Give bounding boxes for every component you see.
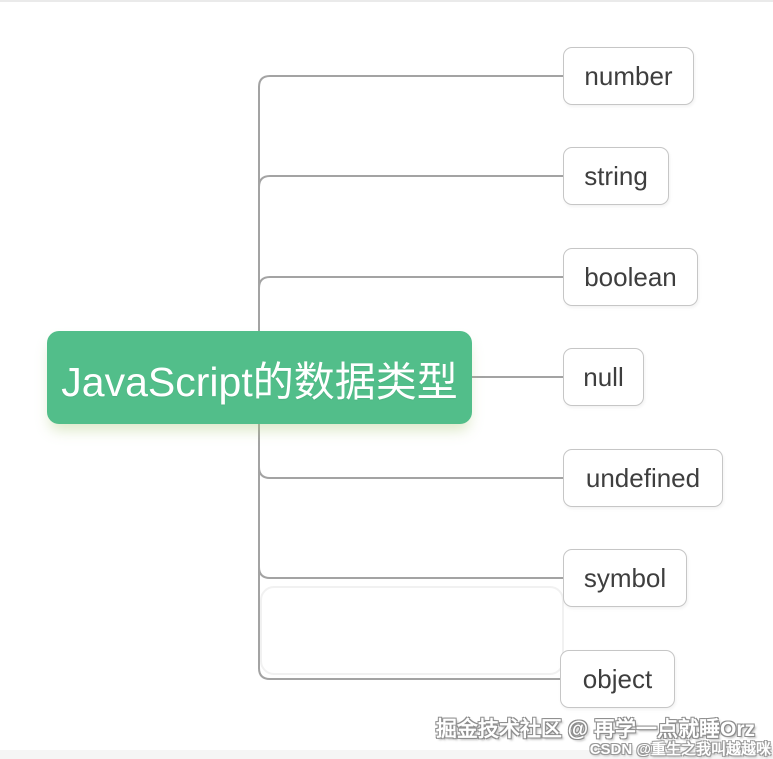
mindmap-root-node[interactable]: JavaScript的数据类型	[47, 331, 472, 424]
mindmap-node-symbol[interactable]: symbol	[563, 549, 687, 607]
node-label: null	[583, 361, 624, 392]
node-label: symbol	[583, 562, 667, 593]
node-label: boolean	[584, 261, 677, 292]
watermark-csdn: CSDN @重生之我叫越越咪	[589, 740, 771, 758]
mindmap-node-undefined[interactable]: undefined	[563, 449, 723, 507]
node-label: undefined	[585, 462, 701, 493]
bottom-edge-band	[0, 750, 773, 759]
mindmap-node-string[interactable]: string	[563, 147, 669, 205]
watermark-juejin: 掘金技术社区 @ 再学一点就睡Orz	[435, 718, 755, 742]
mindmap-node-object[interactable]: object	[560, 650, 675, 708]
node-label: number	[584, 60, 673, 91]
branch-boolean	[258, 276, 564, 289]
branch-number	[258, 75, 564, 88]
branch-string	[258, 175, 564, 188]
mindmap-node-number[interactable]: number	[563, 47, 694, 105]
canvas-top-edge	[0, 0, 773, 2]
branch-object	[258, 667, 561, 680]
mindmap-node-null[interactable]: null	[563, 348, 644, 406]
ghost-selection-rect	[260, 586, 564, 675]
node-label: string	[584, 160, 648, 191]
mindmap-node-boolean[interactable]: boolean	[563, 248, 698, 306]
node-label: object	[582, 663, 653, 694]
watermark: 掘金技术社区 @ 再学一点就睡Orz CSDN @重生之我叫越越咪	[436, 718, 771, 758]
branch-symbol	[258, 566, 564, 579]
branch-undefined	[258, 466, 564, 479]
root-node-label: JavaScript的数据类型	[61, 358, 458, 405]
